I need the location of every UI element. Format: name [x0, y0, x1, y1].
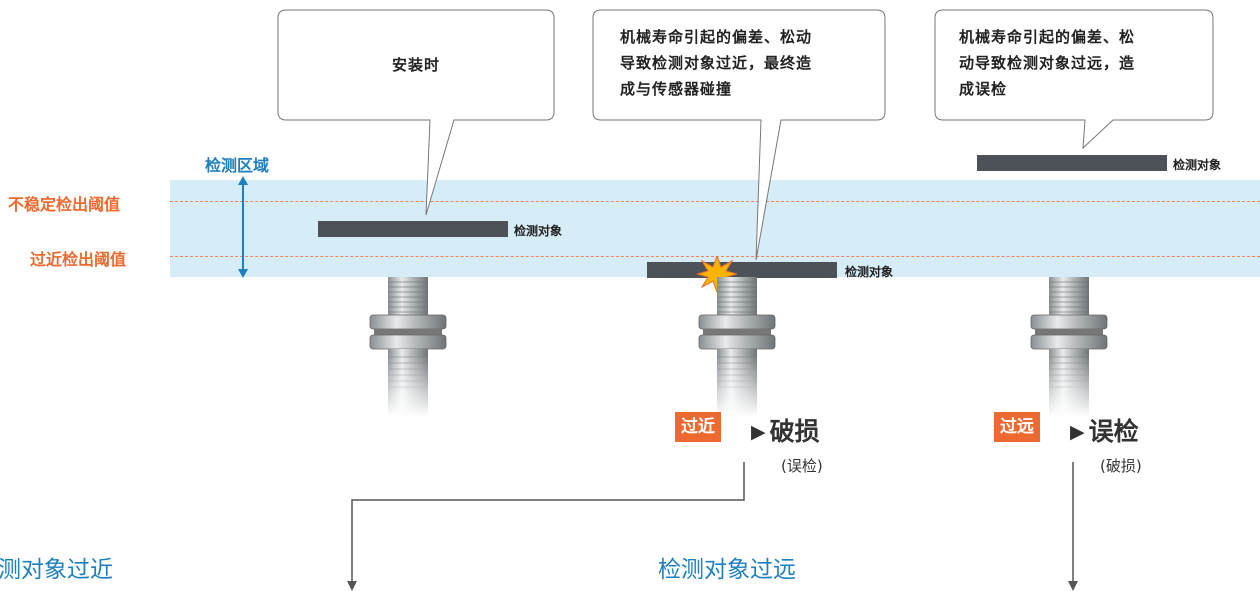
- callout-too-near-line-3: 成与传感器碰撞: [620, 80, 733, 98]
- callout-too-near: 机械寿命引起的偏差、松动 导致检测对象过近，最终造 成与传感器碰撞: [592, 9, 886, 262]
- callout-too-far-line-2: 动导致检测对象过远，造: [959, 54, 1136, 72]
- callout-too-far-line-1: 机械寿命引起的偏差、松: [959, 28, 1136, 46]
- section-title-near: 测对象过近: [0, 557, 113, 583]
- section-title-far: 检测对象过远: [658, 557, 796, 583]
- zone-range-arrow: [238, 176, 248, 278]
- near-threshold-label: 过近检出阈值: [30, 250, 127, 269]
- proximity-sensor-2-icon: [697, 277, 777, 417]
- too-near-tag: 过近: [675, 412, 721, 442]
- detection-target-3: [977, 155, 1167, 171]
- callout-too-near-line-1: 机械寿命引起的偏差、松动: [620, 28, 813, 46]
- too-near-result: ▶破损: [751, 412, 820, 448]
- result-arrow-icon: ▶: [1070, 421, 1085, 443]
- proximity-sensor-1-icon: [368, 277, 448, 417]
- too-near-outcome: 破损: [769, 417, 820, 446]
- result-arrow-icon: ▶: [751, 421, 766, 443]
- too-far-secondary: (破损): [1100, 457, 1142, 475]
- callout-install: 安装时: [277, 9, 555, 220]
- near-threshold-line: [170, 256, 1260, 257]
- callout-too-near-line-2: 导致检测对象过近，最终造: [620, 54, 813, 72]
- detection-target-1: [318, 221, 508, 237]
- too-far-result: ▶误检: [1070, 412, 1139, 448]
- unstable-threshold-line: [170, 201, 1260, 202]
- proximity-sensor-3-icon: [1029, 277, 1109, 417]
- detection-zone-label: 检测区域: [205, 156, 270, 175]
- too-far-tag: 过远: [994, 412, 1040, 442]
- callout-too-far-line-3: 成误检: [959, 80, 1008, 98]
- too-near-secondary: (误检): [781, 457, 823, 475]
- detection-target-2: [647, 262, 837, 278]
- detection-target-3-label: 检测对象: [1173, 158, 1222, 172]
- too-far-outcome: 误检: [1088, 417, 1139, 446]
- detection-target-2-label: 检测对象: [845, 265, 894, 279]
- detection-target-1-label: 检测对象: [514, 224, 563, 238]
- callout-too-far: 机械寿命引起的偏差、松 动导致检测对象过远，造 成误检: [934, 9, 1214, 150]
- callout-install-text: 安装时: [391, 56, 440, 74]
- unstable-threshold-label: 不稳定检出阈值: [8, 195, 121, 214]
